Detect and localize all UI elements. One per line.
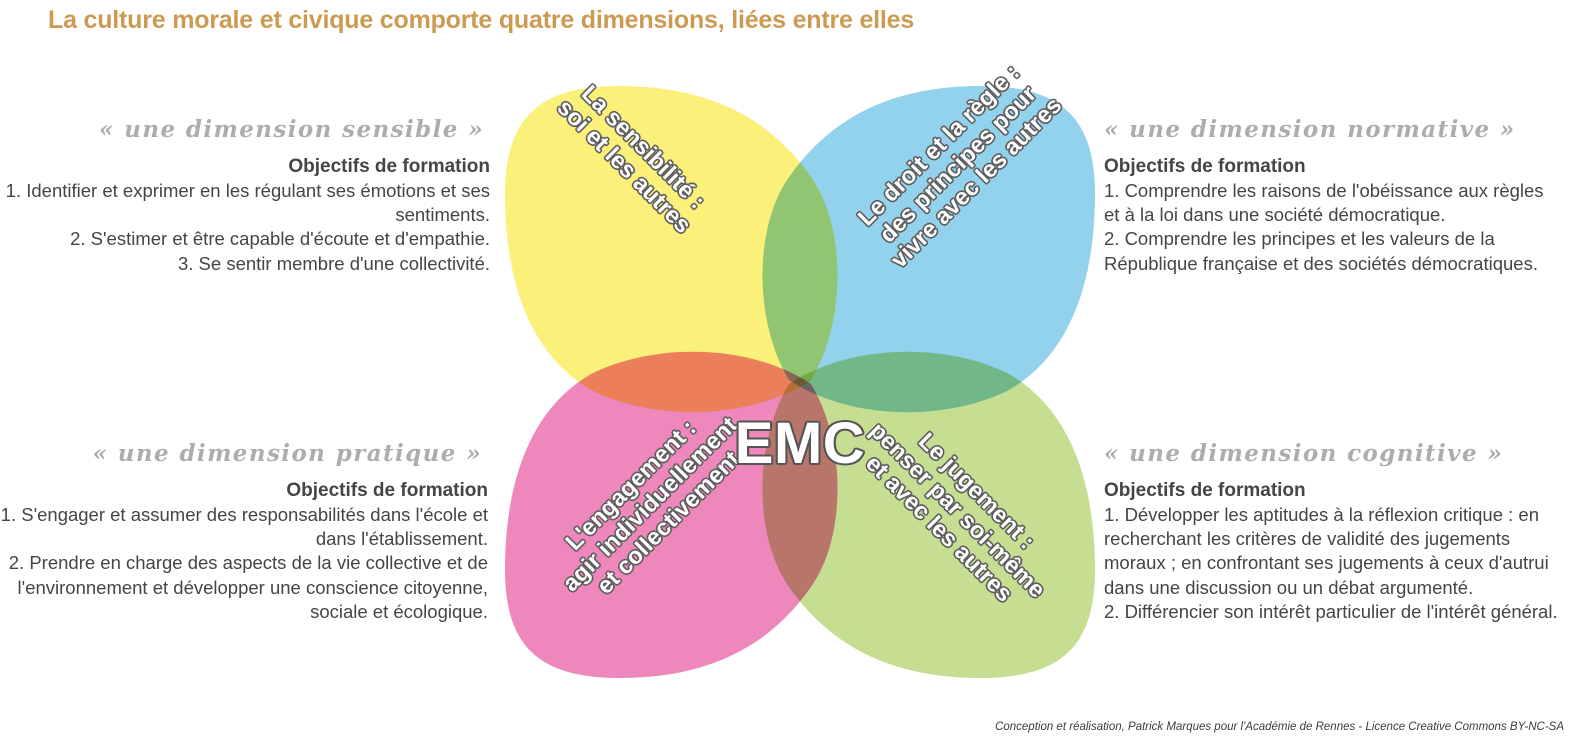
goal-item: 2. S'estimer et être capable d'écoute et… [70,228,490,250]
dimension-block-normative: « une dimension normative » Objectifs de… [1104,116,1564,276]
objectifs-label-normative: Objectifs de formation [1104,156,1306,177]
dimension-heading-normative: « une dimension normative » [1104,116,1516,143]
goal-item: 2. Comprendre les principes et les valeu… [1104,228,1538,274]
petal-engagement [505,351,838,678]
petal-shapes [505,86,1095,678]
objectifs-label-pratique: Objectifs de formation [286,480,488,501]
goal-item: 1. Identifier et exprimer en les régulan… [5,180,490,226]
objectifs-label-sensible: Objectifs de formation [288,156,490,177]
goal-item: 1. S'engager et assumer des responsabili… [0,504,488,550]
petal-sensibilite [505,86,838,413]
dimension-heading-sensible: « une dimension sensible » [99,116,484,143]
dimension-heading-cognitive: « une dimension cognitive » [1104,440,1504,467]
goal-item: 1. Développer les aptitudes à la réflexi… [1104,504,1549,598]
four-dimensions-diagram: La sensibilité : soi et les autres Le dr… [495,59,1105,692]
page-title: La culture morale et civique comporte qu… [48,6,915,34]
goal-item: 3. Se sentir membre d'une collectivité. [177,252,490,274]
dimension-heading-pratique: « une dimension pratique » [92,440,482,467]
objectifs-label-cognitive: Objectifs de formation [1104,480,1306,501]
venn-petals-svg [505,86,1095,678]
goal-item: 2. Prendre en charge des aspects de la v… [8,552,488,622]
dimension-block-cognitive: « une dimension cognitive » Objectifs de… [1104,440,1573,624]
goal-item: 1. Comprendre les raisons de l'obéissanc… [1104,180,1544,226]
dimension-block-pratique: « une dimension pratique » Objectifs de … [0,440,488,624]
petal-droit [762,86,1095,413]
petal-jugement [762,351,1095,678]
credit-line: Conception et réalisation, Patrick Marqu… [995,721,1564,733]
goal-item: 2. Différencier son intérêt particulier … [1104,600,1558,622]
dimension-block-sensible: « une dimension sensible » Objectifs de … [0,116,490,276]
